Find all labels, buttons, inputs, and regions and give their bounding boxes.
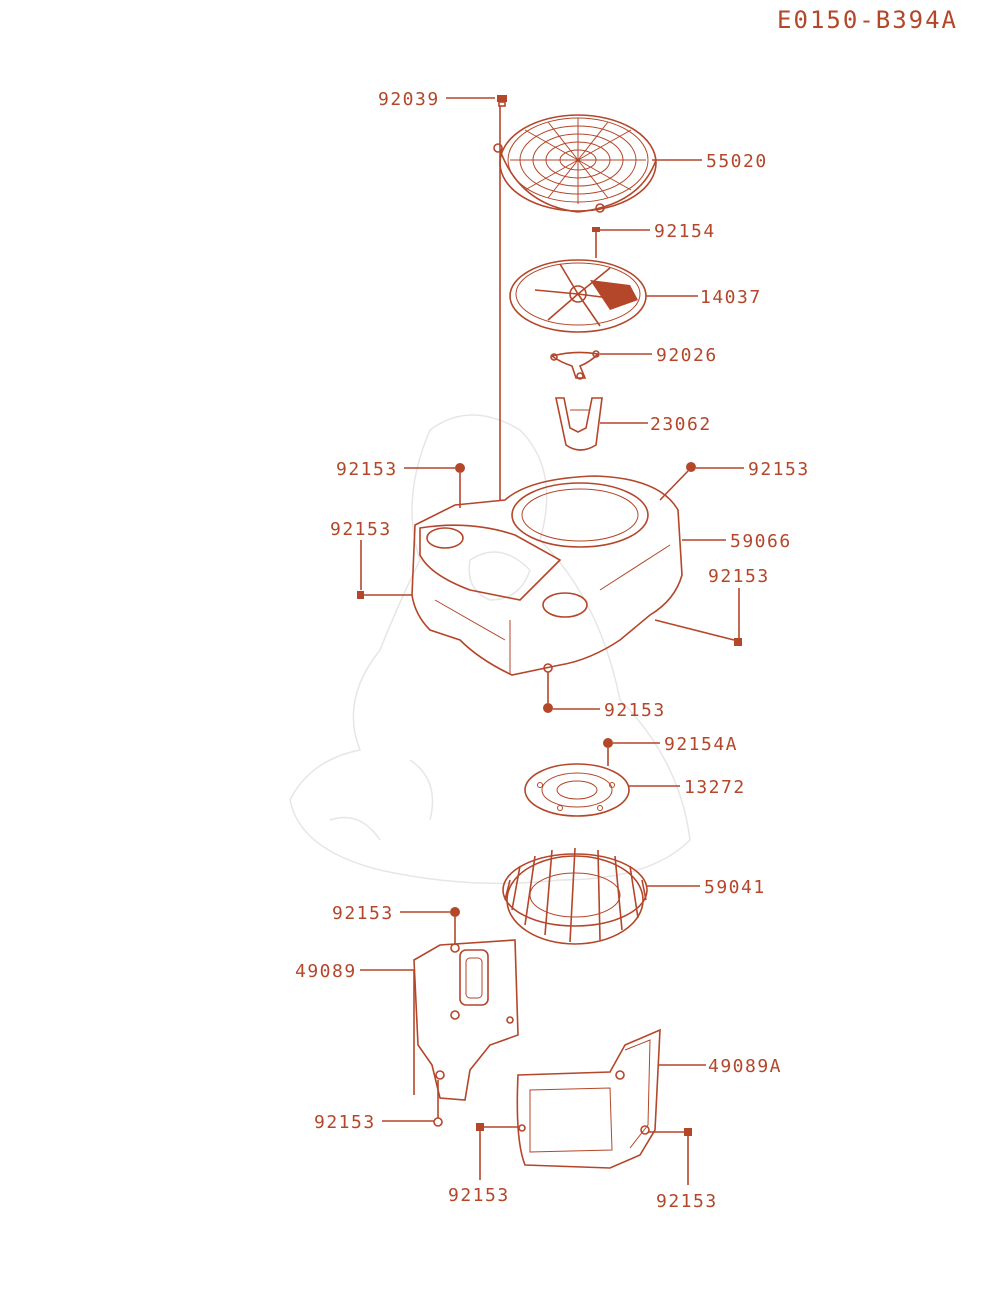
diagram-code: E0150-B394A bbox=[777, 6, 958, 34]
screen-55020[interactable] bbox=[493, 114, 657, 213]
bracket-23062[interactable] bbox=[555, 397, 603, 451]
fan-59041[interactable] bbox=[502, 847, 648, 945]
bolt-92039[interactable] bbox=[497, 95, 507, 500]
label-92153-cover-top[interactable]: 92153 bbox=[332, 903, 394, 924]
cover-49089A[interactable] bbox=[516, 1028, 661, 1169]
label-92154A[interactable]: 92154A bbox=[664, 734, 738, 755]
bolt-92153-cover-top[interactable] bbox=[450, 907, 460, 944]
label-13272[interactable]: 13272 bbox=[684, 777, 746, 798]
bolt-92153-lower-right[interactable] bbox=[648, 1128, 692, 1136]
plate-13272[interactable] bbox=[524, 763, 630, 817]
label-92039[interactable]: 92039 bbox=[378, 89, 440, 110]
label-92153-lower-left[interactable]: 92153 bbox=[448, 1185, 510, 1206]
bolt-92153-cover-bottom[interactable] bbox=[433, 1080, 443, 1127]
bolt-92154[interactable] bbox=[592, 227, 600, 258]
bolt-92153-right[interactable] bbox=[654, 619, 742, 646]
label-49089A[interactable]: 49089A bbox=[708, 1056, 782, 1077]
label-14037[interactable]: 14037 bbox=[700, 287, 762, 308]
bolt-92153-upper-left[interactable] bbox=[455, 463, 465, 508]
bolt-92154A[interactable] bbox=[603, 738, 613, 766]
label-92153-cover-bottom[interactable]: 92153 bbox=[314, 1112, 376, 1133]
bolt-92153-upper-right[interactable] bbox=[659, 462, 696, 501]
spacer-92026[interactable] bbox=[550, 350, 600, 380]
cover-49089[interactable] bbox=[413, 939, 519, 1101]
label-92153-lower-right[interactable]: 92153 bbox=[656, 1191, 718, 1212]
bolt-92153-bottom[interactable] bbox=[543, 672, 553, 713]
label-59066[interactable]: 59066 bbox=[730, 531, 792, 552]
label-92154[interactable]: 92154 bbox=[654, 221, 716, 242]
label-55020[interactable]: 55020 bbox=[706, 151, 768, 172]
label-92026[interactable]: 92026 bbox=[656, 345, 718, 366]
label-23062[interactable]: 23062 bbox=[650, 414, 712, 435]
watermark-mascot bbox=[289, 414, 691, 885]
label-92153-upper-right[interactable]: 92153 bbox=[748, 459, 810, 480]
fan-plate-14037[interactable] bbox=[509, 259, 647, 333]
label-49089[interactable]: 49089 bbox=[295, 961, 357, 982]
label-92153-upper-left[interactable]: 92153 bbox=[336, 459, 398, 480]
bolt-92153-left[interactable] bbox=[357, 591, 412, 599]
label-59041[interactable]: 59041 bbox=[704, 877, 766, 898]
label-92153-left[interactable]: 92153 bbox=[330, 519, 392, 540]
label-92153-bottom[interactable]: 92153 bbox=[604, 700, 666, 721]
bolt-92153-lower-left[interactable] bbox=[476, 1123, 518, 1131]
label-92153-right[interactable]: 92153 bbox=[708, 566, 770, 587]
